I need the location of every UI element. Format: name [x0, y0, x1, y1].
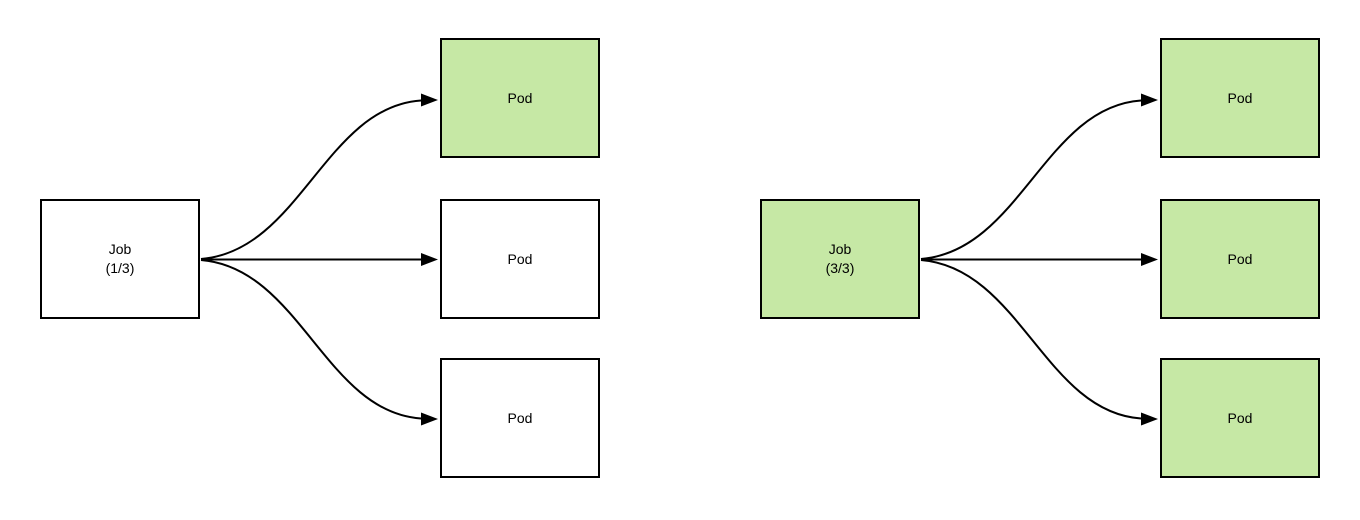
edges-left-diagram [200, 93, 438, 426]
job-progress: (3/3) [825, 260, 855, 276]
arrowhead-left-pod-1 [421, 93, 438, 107]
edge-left-job-to-pod-3 [200, 259, 422, 420]
node-pod-left-1: Pod [440, 38, 600, 158]
job-label: Job [828, 241, 852, 257]
node-pod-left-3: Pod [440, 358, 600, 478]
node-pod-left-2: Pod [440, 199, 600, 319]
pod-label: Pod [507, 250, 533, 267]
pod-label: Pod [1227, 250, 1253, 267]
edge-right-job-to-pod-1 [920, 99, 1142, 260]
pod-label: Pod [1227, 409, 1253, 426]
arrowhead-left-pod-3 [421, 412, 438, 426]
edge-left-job-to-pod-1 [200, 99, 422, 260]
node-pod-right-3: Pod [1160, 358, 1320, 478]
edge-right-job-to-pod-3 [920, 259, 1142, 420]
job-label: Job [108, 241, 132, 257]
arrowhead-right-pod-3 [1141, 412, 1158, 426]
pod-label: Pod [507, 409, 533, 426]
arrowhead-left-pod-2 [421, 253, 438, 266]
node-job-right: Job (3/3) [760, 199, 920, 319]
job-progress: (1/3) [105, 260, 135, 276]
pod-label: Pod [507, 89, 533, 106]
arrowhead-right-pod-1 [1141, 93, 1158, 107]
node-pod-right-1: Pod [1160, 38, 1320, 158]
node-pod-right-2: Pod [1160, 199, 1320, 319]
edges-right-diagram [920, 93, 1158, 426]
node-job-left: Job (1/3) [40, 199, 200, 319]
arrowhead-right-pod-2 [1141, 253, 1158, 266]
pod-label: Pod [1227, 89, 1253, 106]
